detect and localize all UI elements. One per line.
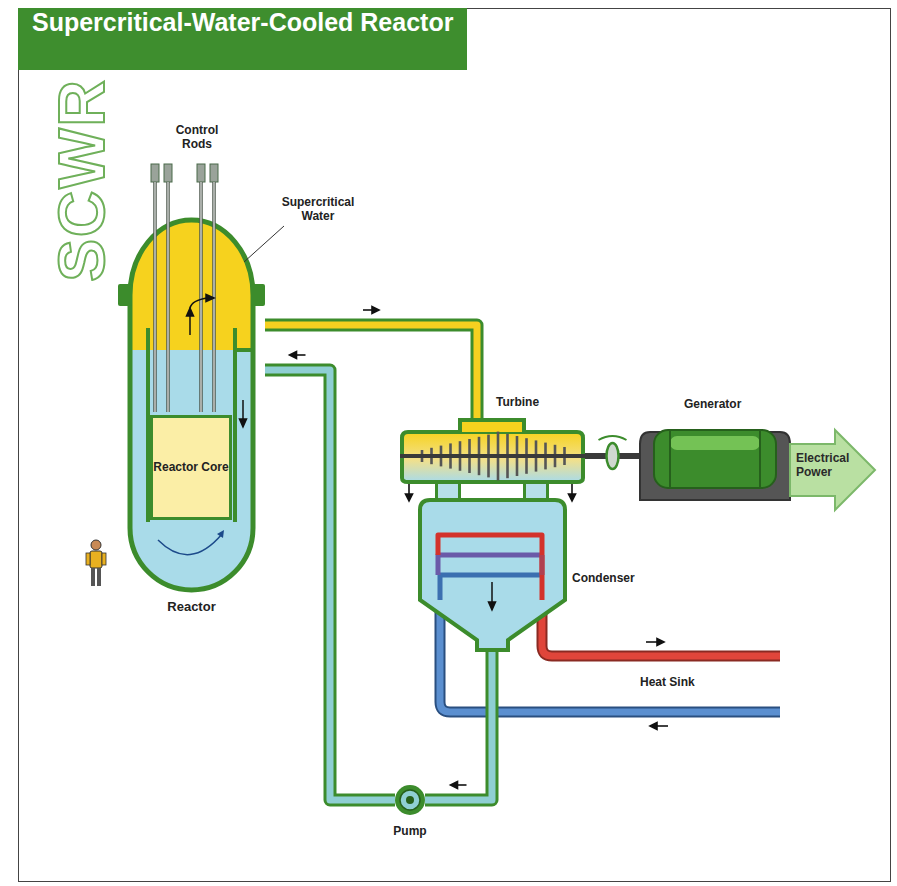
rod-drive [197,164,205,182]
generator: Generator [640,422,790,500]
flange [118,284,132,306]
part-label: Control Rods [166,124,228,152]
cooling-coils [438,535,542,600]
part-label: Supercritical Water [268,196,368,224]
reactor-vessel-shape [118,200,265,590]
vertical-logo: SCWR [50,78,114,282]
inlet-plenum [235,348,253,352]
pump-casing [395,785,425,815]
pump-shape [395,785,425,815]
condenser-shell [420,500,565,650]
turbine: Turbine [400,418,585,482]
reactor-vessel: ReactorReactor Core [118,200,265,590]
node-label: Reactor [118,600,265,615]
node-label: Reactor Core [153,461,229,475]
node-label: Generator [684,398,741,412]
part-label: Heat Sink [640,676,695,690]
turbine-shape [400,418,585,482]
turbine-inlet [460,420,524,432]
leader-line [244,226,284,262]
flow-arrow [290,352,306,359]
vessel-fill [118,200,265,610]
generator-body [654,430,776,488]
rod-drive [210,164,218,182]
rod-drive [151,164,159,182]
reactor-core: Reactor Core [150,415,232,520]
flow-arrow [406,484,669,730]
core-barrel [148,328,235,522]
flow-arrow [451,782,467,789]
power-output: Electrical Power [790,430,875,510]
control-rod [153,182,157,412]
control-rod [199,182,203,412]
pipe-connector [425,650,492,800]
control-rod [166,182,170,412]
rotor-shaft [400,454,585,458]
power-arrow [790,430,875,510]
person-figure [86,540,106,586]
drive-shaft [585,436,640,469]
node-label: Condenser [572,572,635,586]
generator-shape [640,422,790,500]
condenser: Condenser [420,500,565,650]
rod-drive [164,164,172,182]
flow-arrow [363,307,379,314]
title-bar: Supercritical-Water-Cooled Reactor [18,8,467,70]
pipe-connector [265,352,395,801]
condenser-shape [420,500,565,650]
pipe-connector [265,307,477,419]
flow-arrow [489,582,496,610]
pump: Pump [395,785,425,815]
node-label: Turbine [496,396,539,410]
node-label: Electrical Power [796,452,868,480]
flange [251,284,265,306]
node-label: Pump [387,825,433,839]
vessel-outline [130,220,253,590]
shaft-coupling [607,443,619,469]
